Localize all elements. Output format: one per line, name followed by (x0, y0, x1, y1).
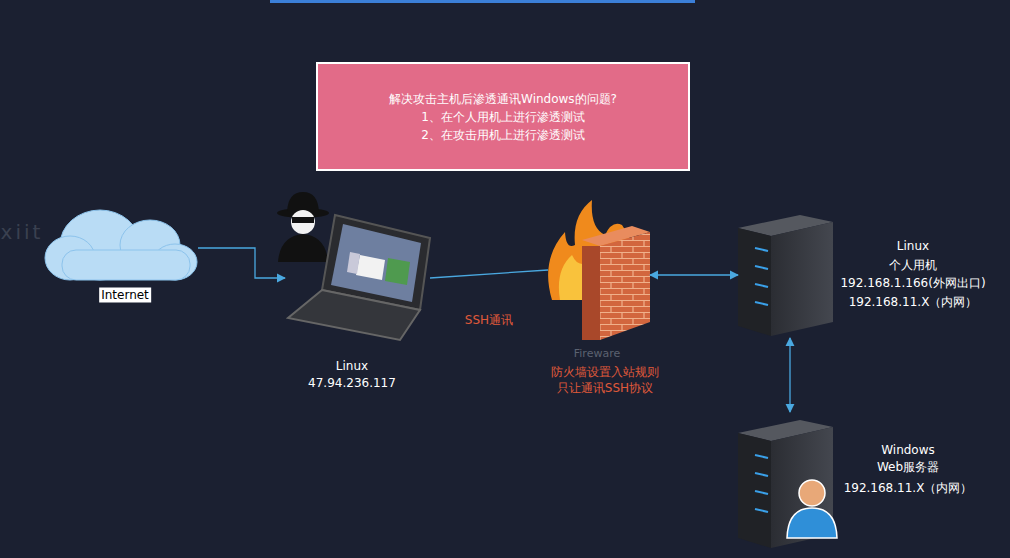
node-text: Windows (881, 443, 935, 458)
user-icon (787, 480, 837, 538)
node-text: Web服务器 (877, 460, 939, 475)
hacker-icon (277, 192, 329, 262)
node-text: 解决攻击主机后渗透通讯Windows的问题? (389, 90, 617, 108)
node-text: 只让通讯SSH协议 (557, 381, 653, 396)
node-text: Linux (336, 359, 368, 374)
edge-label: SSH通讯 (465, 312, 513, 329)
cloud-icon (45, 210, 197, 280)
node-text: Linux (897, 239, 929, 254)
server-icon (738, 215, 833, 336)
node-text: 192.168.11.X（内网） (849, 295, 978, 310)
internet-cloud: Internet (52, 200, 198, 295)
top-bar (270, 0, 695, 3)
question-box: 解决攻击主机后渗透通讯Windows的问题?1、在个人用机上进行渗透测试2、在攻… (316, 62, 690, 171)
connector (430, 270, 548, 278)
firewall: Fireware防火墙设置入站规则只让通讯SSH协议 (545, 200, 650, 340)
node-text: 192.168.11.X（内网） (844, 481, 973, 496)
node-text: 192.168.1.166(外网出口) (840, 276, 985, 291)
attack-host: Linux47.94.236.117 (285, 210, 430, 340)
node-text: 1、在个人用机上进行渗透测试 (421, 108, 585, 126)
node-text: 防火墙设置入站规则 (551, 365, 659, 380)
node-text: Internet (99, 288, 151, 303)
connector (198, 248, 285, 278)
watermark: xiit (1, 220, 44, 244)
node-text: Fireware (574, 347, 620, 361)
node-text: 2、在攻击用机上进行渗透测试 (421, 126, 585, 144)
laptop-icon (288, 215, 430, 340)
web-server: WindowsWeb服务器192.168.11.X（内网） (738, 420, 833, 548)
connector (789, 338, 790, 412)
firewall-icon (548, 200, 650, 340)
personal-host: Linux个人用机192.168.1.166(外网出口)192.168.11.X… (738, 215, 833, 336)
connector (650, 274, 738, 275)
node-text: 个人用机 (889, 258, 937, 273)
node-text: 47.94.236.117 (308, 376, 396, 391)
